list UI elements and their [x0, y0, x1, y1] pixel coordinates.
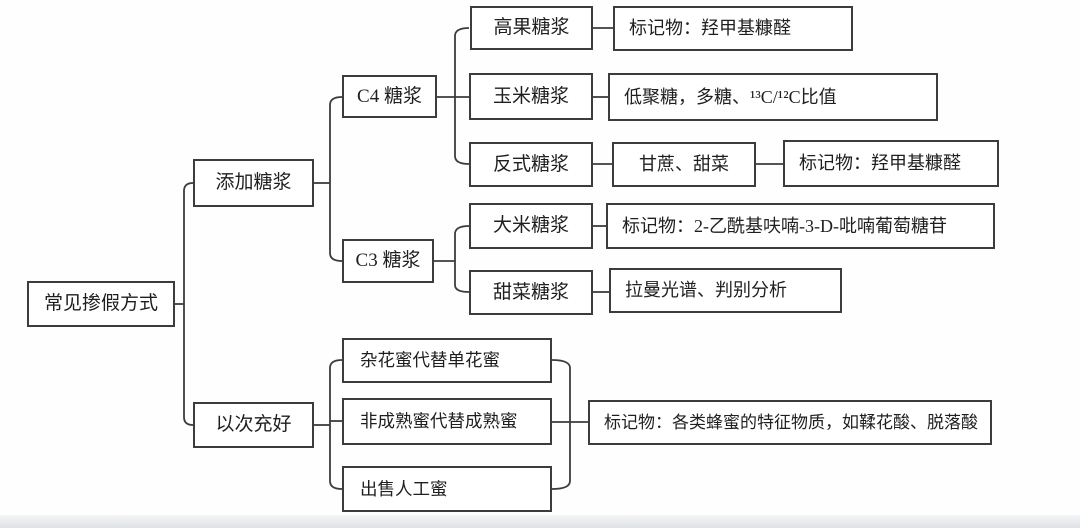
node-artificial-honey: 出售人工蜜 — [342, 466, 552, 512]
node-label: 甘蔗、甜菜 — [639, 154, 729, 175]
node-corn-marker: 低聚糖，多糖、¹³C/¹²C比值 — [608, 73, 938, 121]
node-label: C4 糖浆 — [357, 85, 422, 107]
marker-text: 标记物：羟甲基糠醛 — [799, 153, 961, 174]
connector-inferior-right-bracket — [551, 359, 571, 490]
node-corn-syrup: 玉米糖浆 — [469, 73, 593, 120]
node-beet-method: 拉曼光谱、判别分析 — [609, 268, 842, 313]
node-invert-marker: 标记物：羟甲基糠醛 — [783, 140, 999, 187]
node-c3-syrup: C3 糖浆 — [342, 239, 434, 283]
screenshot-bottom-edge — [0, 515, 1080, 528]
node-label: 非成熟蜜代替成熟蜜 — [360, 411, 518, 432]
node-rice-syrup: 大米糖浆 — [469, 203, 593, 249]
connector-root-bracket — [183, 182, 194, 426]
marker-text: 拉曼光谱、判别分析 — [625, 280, 787, 301]
node-label: 常见掺假方式 — [43, 293, 158, 315]
node-label: 甜菜糖浆 — [492, 281, 569, 303]
node-label: 大米糖浆 — [492, 215, 569, 237]
marker-text: 低聚糖，多糖、¹³C/¹²C比值 — [624, 86, 837, 107]
connector-inferior-left-bracket — [329, 359, 343, 490]
node-c4-syrup: C4 糖浆 — [342, 75, 437, 118]
connector-c3-bracket — [454, 225, 470, 293]
node-invert-syrup: 反式糖浆 — [469, 142, 593, 187]
connector-addsyrup-bracket — [329, 96, 343, 262]
node-inferior-marker: 标记物：各类蜂蜜的特征物质，如鞣花酸、脱落酸 — [588, 400, 992, 445]
node-label: 反式糖浆 — [492, 153, 569, 175]
node-pass-off-inferior: 以次充好 — [193, 402, 314, 448]
node-add-syrup: 添加糖浆 — [193, 159, 314, 207]
node-label: C3 糖浆 — [355, 250, 421, 272]
node-immature-honey-substitute: 非成熟蜜代替成熟蜜 — [342, 398, 552, 445]
marker-text: 标记物：羟甲基糠醛 — [629, 18, 791, 39]
marker-text: 标记物：各类蜂蜜的特征物质，如鞣花酸、脱落酸 — [604, 412, 978, 432]
node-label: 出售人工蜜 — [360, 478, 448, 499]
node-label: 杂花蜜代替单花蜜 — [360, 350, 500, 371]
connector-c4-bracket — [454, 27, 470, 165]
node-hfcs-marker: 标记物：羟甲基糠醛 — [613, 6, 853, 51]
node-root-common-adulteration: 常见掺假方式 — [27, 281, 175, 327]
node-mixed-honey-substitute: 杂花蜜代替单花蜜 — [342, 338, 552, 383]
node-label: 高果糖浆 — [493, 17, 570, 39]
node-invert-source: 甘蔗、甜菜 — [612, 142, 756, 187]
node-label: 以次充好 — [215, 414, 292, 436]
node-beet-syrup: 甜菜糖浆 — [469, 270, 593, 315]
node-high-fructose-syrup: 高果糖浆 — [470, 6, 593, 50]
node-rice-marker: 标记物：2-乙酰基呋喃-3-D-吡喃葡萄糖苷 — [606, 203, 995, 249]
node-label: 添加糖浆 — [215, 172, 292, 194]
marker-text: 标记物：2-乙酰基呋喃-3-D-吡喃葡萄糖苷 — [622, 215, 947, 236]
node-label: 玉米糖浆 — [492, 85, 569, 107]
